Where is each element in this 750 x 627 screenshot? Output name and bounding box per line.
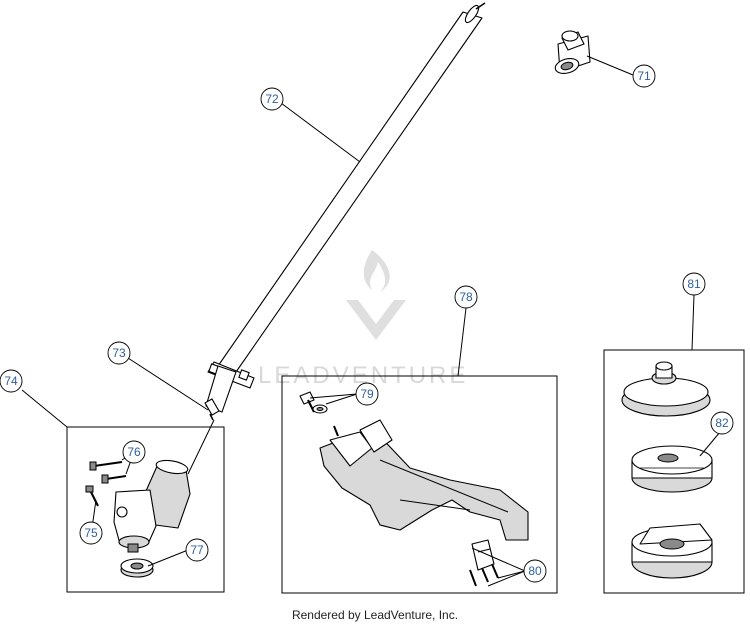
callout-79[interactable]: 79 [355, 382, 379, 406]
callout-76[interactable]: 76 [122, 440, 146, 464]
part-79-wing-screw[interactable] [299, 391, 328, 414]
svg-text:80: 80 [528, 564, 542, 578]
group-box-81 [603, 349, 745, 594]
svg-text:75: 75 [84, 526, 98, 540]
svg-text:74: 74 [4, 374, 18, 388]
svg-text:76: 76 [127, 445, 141, 459]
part-78-guard[interactable] [319, 419, 529, 541]
group-box-78 [281, 375, 558, 594]
callout-78[interactable]: 78 [454, 285, 478, 309]
callout-81[interactable]: 81 [682, 272, 706, 296]
part-71-coupler[interactable] [554, 30, 591, 76]
leader-lines [21, 55, 721, 587]
part-77-washer[interactable] [120, 558, 154, 578]
part-82-spool[interactable] [631, 445, 713, 493]
svg-text:78: 78 [459, 290, 473, 304]
part-81-head-cap[interactable] [621, 361, 711, 417]
svg-text:72: 72 [265, 92, 279, 106]
callout-71[interactable]: 71 [632, 64, 656, 88]
part-72-shaft[interactable] [207, 2, 486, 389]
callout-73[interactable]: 73 [107, 341, 131, 365]
footer-credit: Rendered by LeadVenture, Inc. [291, 608, 459, 622]
part-80-bracket[interactable] [469, 539, 499, 587]
part-75-screw[interactable] [85, 485, 99, 507]
part-76-screws[interactable] [89, 461, 127, 484]
part-74-gearhead[interactable] [113, 458, 191, 553]
callout-80[interactable]: 80 [523, 559, 547, 583]
svg-text:77: 77 [190, 543, 204, 557]
part-81-lower-housing[interactable] [631, 523, 713, 579]
callout-72[interactable]: 72 [260, 87, 284, 111]
callout-74[interactable]: 74 [0, 369, 23, 393]
svg-text:81: 81 [687, 277, 701, 291]
callout-77[interactable]: 77 [185, 538, 209, 562]
svg-text:73: 73 [112, 346, 126, 360]
group-box-74 [66, 426, 225, 593]
svg-text:79: 79 [360, 387, 374, 401]
callout-82[interactable]: 82 [710, 411, 734, 435]
callout-75[interactable]: 75 [79, 521, 103, 545]
part-73-lower-shaft[interactable] [204, 365, 237, 421]
svg-text:71: 71 [637, 69, 651, 83]
svg-text:82: 82 [715, 416, 729, 430]
